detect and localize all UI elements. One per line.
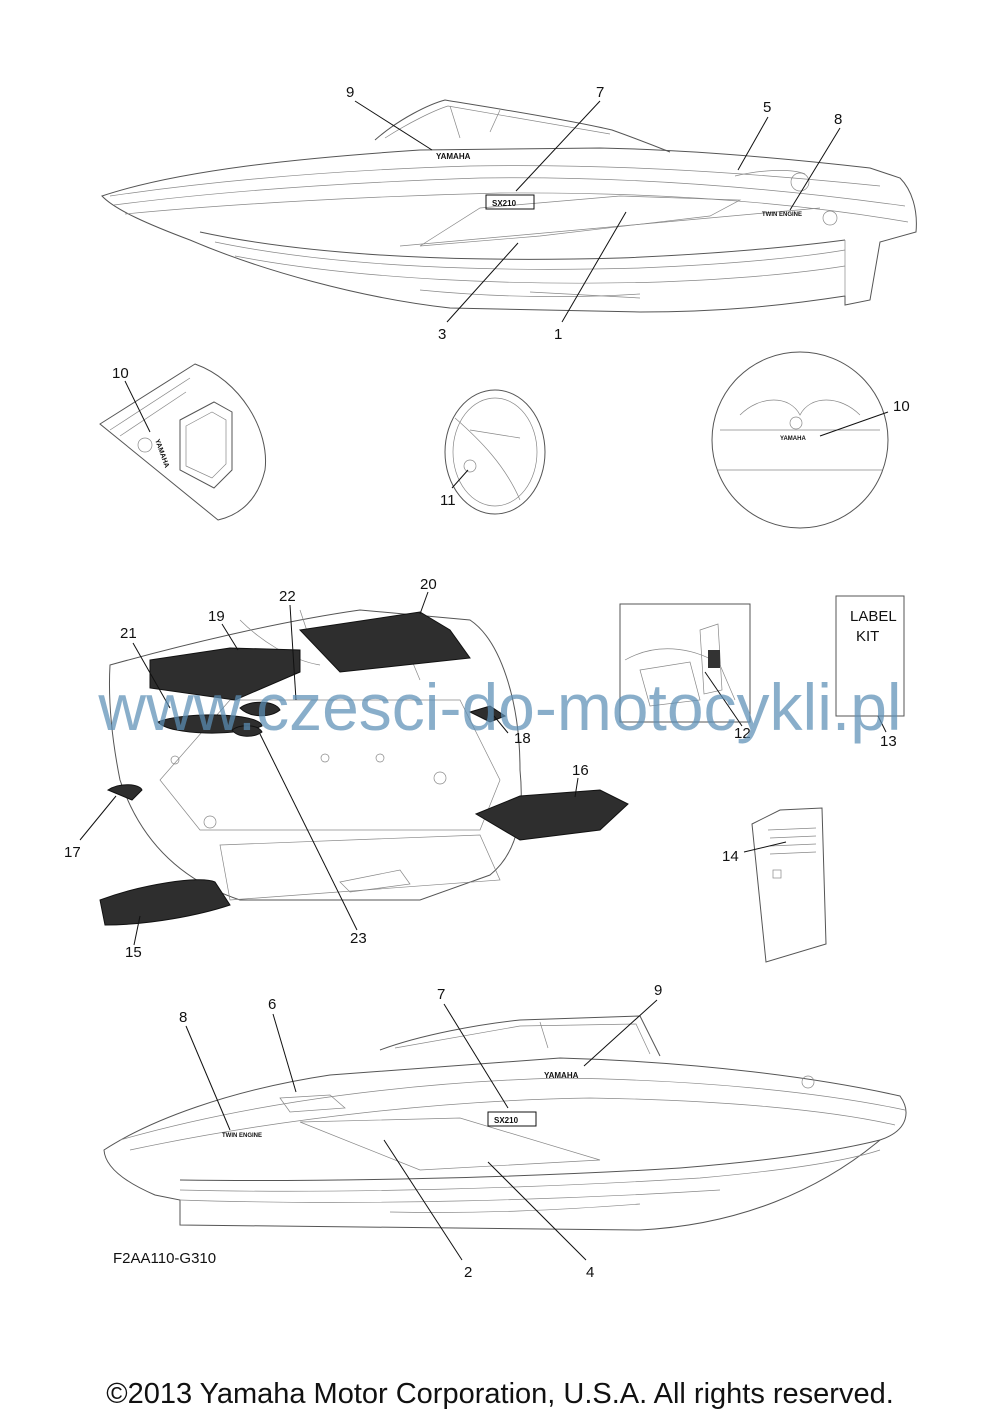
callout-23: 23 (350, 930, 367, 947)
detail-stern-logo: YAMAHA 10 (711, 351, 910, 529)
callout-11: 11 (440, 492, 456, 509)
diagram-code: F2AA110-G310 (113, 1250, 217, 1267)
yamaha-decal-bottom: YAMAHA (544, 1071, 579, 1080)
model-decal-bottom: SX210 (494, 1116, 519, 1125)
callout-3: 3 (438, 326, 446, 343)
callout-10-right: 10 (893, 398, 910, 415)
svg-text:YAMAHA: YAMAHA (780, 436, 806, 442)
callout-15: 15 (125, 944, 142, 961)
detail-12-panel: 12 (619, 603, 751, 742)
label-kit-line1: LABEL (850, 608, 897, 625)
yamaha-decal-top: YAMAHA (436, 152, 471, 161)
mat-16 (474, 789, 629, 841)
callout-21: 21 (120, 625, 137, 642)
callout-1: 1 (554, 326, 562, 343)
model-decal-top: SX210 (492, 199, 517, 208)
callout-14: 14 (722, 848, 739, 865)
callout-18: 18 (514, 730, 531, 747)
callout-19: 19 (208, 608, 225, 625)
callout-16: 16 (572, 762, 589, 779)
watermark: www.czesci-do-motocykli.pl (97, 670, 901, 744)
twin-engine-decal-top: TWIN ENGINE (762, 212, 802, 218)
callout-17: 17 (64, 844, 81, 861)
callout-6: 6 (268, 996, 276, 1013)
callout-7-top: 7 (596, 84, 604, 101)
detail-14-plate: 14 (722, 807, 827, 963)
label-kit: LABEL KIT 13 (835, 595, 905, 750)
label-kit-line2: KIT (856, 628, 879, 645)
mat-22 (239, 701, 281, 717)
boat-top-view: YAMAHA SX210 TWIN ENGINE 9 7 5 8 3 1 (101, 84, 917, 343)
callout-10-left: 10 (112, 365, 129, 382)
callout-9-top: 9 (346, 84, 354, 101)
detail-bow-logo: YAMAHA 10 (99, 363, 267, 521)
copyright-notice: ©2013 Yamaha Motor Corporation, U.S.A. A… (106, 1378, 894, 1410)
callout-7-bottom: 7 (437, 986, 445, 1003)
mat-15 (99, 879, 231, 926)
callout-8-bottom: 8 (179, 1009, 187, 1026)
mat-19 (149, 647, 301, 701)
callout-9-bottom: 9 (654, 982, 662, 999)
mat-23 (231, 725, 263, 737)
boat-bottom-view: YAMAHA SX210 TWIN ENGINE 8 6 7 9 2 4 (103, 982, 907, 1281)
deck-mat-view: 21 19 22 20 18 16 17 15 23 (64, 576, 629, 961)
callout-20: 20 (420, 576, 437, 593)
callout-2: 2 (464, 1264, 472, 1281)
detail-steering-wheel: 11 (440, 389, 546, 515)
callout-22: 22 (279, 588, 296, 605)
twin-engine-decal-bottom: TWIN ENGINE (222, 1133, 262, 1139)
callout-5: 5 (763, 99, 771, 116)
callout-13: 13 (880, 733, 897, 750)
callout-4: 4 (586, 1264, 594, 1281)
mat-17 (106, 784, 143, 801)
svg-text:YAMAHA: YAMAHA (153, 438, 170, 469)
callout-8-top: 8 (834, 111, 842, 128)
mat-20 (298, 611, 471, 673)
callout-12: 12 (734, 725, 751, 742)
